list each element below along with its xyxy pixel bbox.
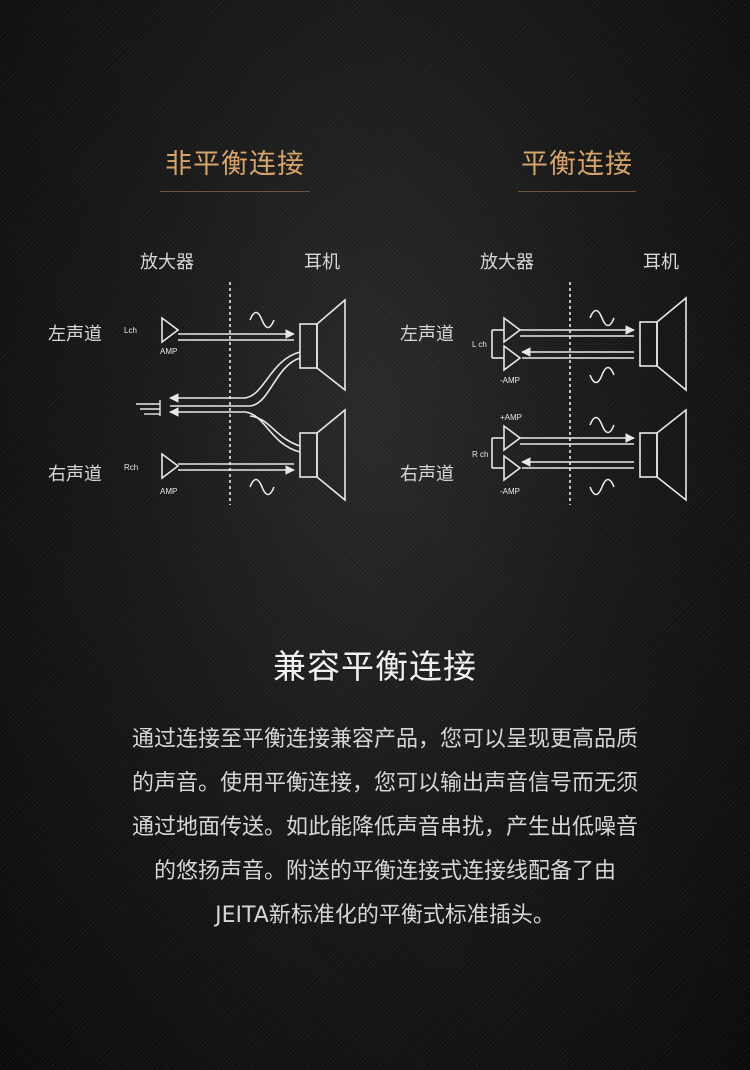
right-bottom-speaker-icon (639, 408, 687, 502)
unbalanced-title: 非平衡连接 (160, 142, 310, 192)
title-underline (518, 191, 636, 192)
left-lch-amp-icon (161, 316, 180, 344)
right-wave-icon (589, 309, 615, 327)
right-amp-label: 放大器 (480, 252, 534, 273)
right-minus-amp-tag: -AMP (500, 487, 520, 496)
left-amp-tag: AMP (160, 347, 177, 356)
description-line: 通过地面传送。如此能降低声音串扰，产生出低噪音 (131, 815, 638, 840)
description-line: 的悠扬声音。附送的平衡连接式连接线配备了由 (153, 859, 616, 884)
left-left-channel-label: 左声道 (48, 324, 102, 345)
description-line: JEITA新标准化的平衡式标准插头。 (215, 903, 555, 928)
right-lch-minus-amp-icon (503, 344, 522, 372)
title-underline (160, 191, 310, 192)
balanced-title: 平衡连接 (518, 142, 636, 192)
right-wave-icon (589, 478, 615, 496)
right-headphone-label: 耳机 (643, 252, 679, 273)
right-rch-plus-amp-icon (503, 424, 522, 452)
connection-diagrams: Lch AMP Rch AMP L ch -AMP +AMP R ch -AMP (124, 282, 687, 505)
right-rch-tag: R ch (472, 450, 488, 459)
right-top-speaker-icon (639, 296, 687, 392)
right-minus-amp-tag: -AMP (500, 376, 520, 385)
left-headphone-label: 耳机 (304, 252, 340, 273)
right-wave-icon (589, 416, 615, 434)
left-wave-icon (249, 311, 275, 329)
feature-title: 兼容平衡连接 (273, 647, 477, 686)
right-right-channel-label: 右声道 (400, 464, 454, 485)
right-lch-plus-amp-icon (503, 316, 522, 344)
left-rch-amp-icon (161, 452, 180, 480)
description-line: 的声音。使用平衡连接，您可以输出声音信号而无须 (131, 771, 638, 796)
description-line: 通过连接至平衡连接兼容产品，您可以呈现更高品质 (131, 727, 638, 752)
left-amp-label: 放大器 (140, 252, 194, 273)
right-left-channel-label: 左声道 (400, 324, 454, 345)
left-wave-icon (249, 478, 275, 496)
ground-icon (136, 400, 161, 416)
right-rch-minus-amp-icon (503, 454, 522, 482)
right-plus-amp-tag: +AMP (500, 413, 522, 422)
right-wave-icon (589, 366, 615, 384)
left-top-speaker-icon (299, 298, 346, 392)
left-rch-tag: Rch (124, 463, 138, 472)
left-amp-tag: AMP (160, 487, 177, 496)
feature-description: 通过连接至平衡连接兼容产品，您可以呈现更高品质 的声音。使用平衡连接，您可以输出… (45, 718, 725, 938)
left-ground-return-bottom (169, 407, 301, 453)
left-bottom-speaker-icon (299, 408, 346, 502)
left-right-channel-label: 右声道 (48, 464, 102, 485)
right-lch-tag: L ch (472, 340, 487, 349)
left-ground-return-top (169, 351, 301, 403)
left-lch-tag: Lch (124, 326, 137, 335)
